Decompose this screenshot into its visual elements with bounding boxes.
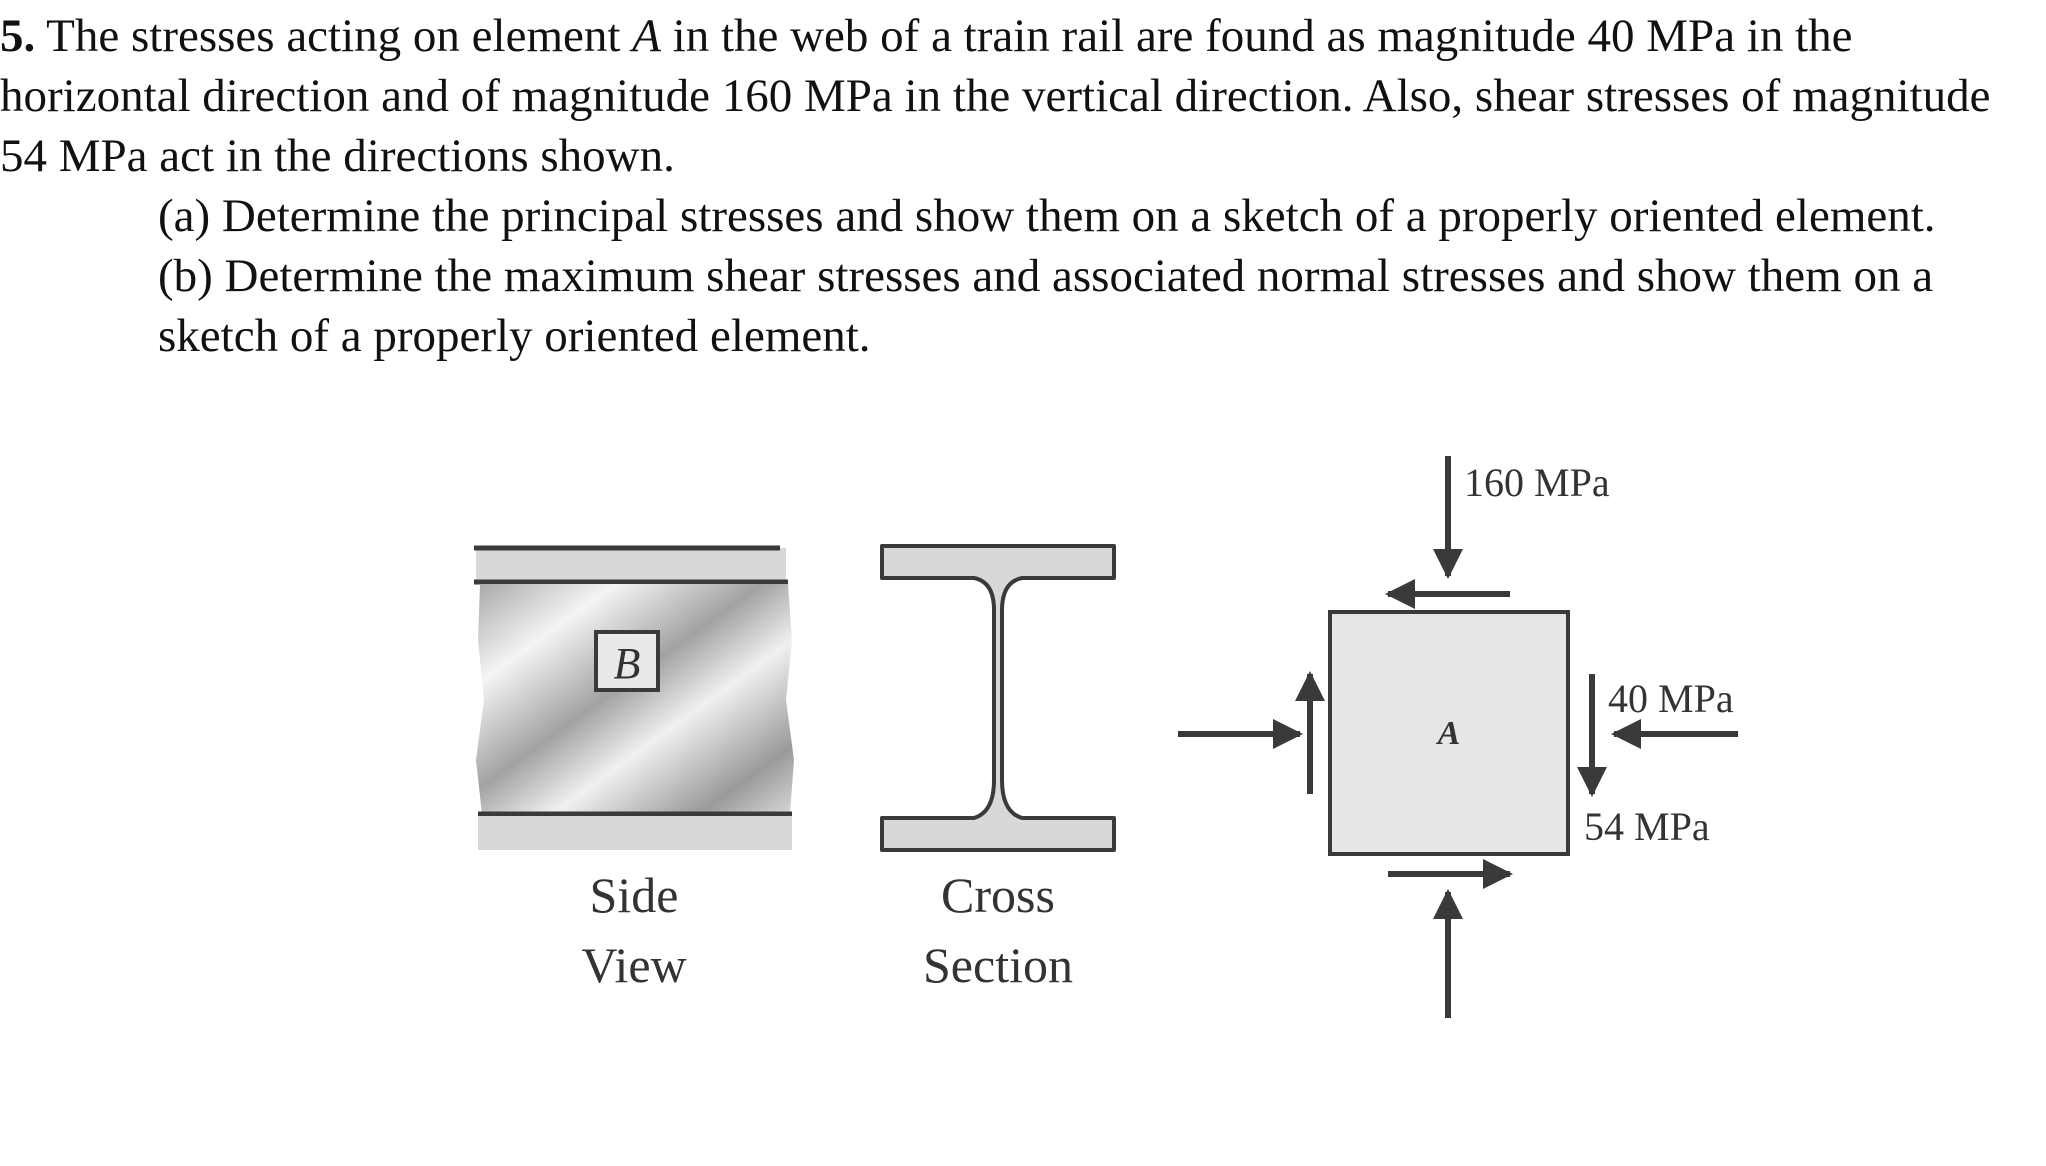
side-view-caption-line-2: View [581,937,686,993]
intro-after-var: in the web of a train rail are found as … [0,10,1991,182]
side-view: B Side View [474,545,794,993]
problem-intro: 5. The stresses acting on element A in t… [0,6,2040,186]
element-a-label: A [1436,715,1461,752]
element-variable: A [632,10,661,62]
intro-before-var: The stresses acting on element [46,10,621,62]
cross-section-caption-line-1: Cross [941,867,1055,923]
cross-section-caption-line-2: Section [923,937,1073,993]
element-a-square [1328,610,1570,856]
problem-number: 5. [0,10,36,62]
part-b: (b) Determine the maximum shear stresses… [158,250,1934,362]
stress-element-diagram: A 160 MPa 40 MPa 54 MPa [1178,456,1738,1018]
horizontal-stress-label: 40 MPa [1608,676,1734,721]
side-view-top-flange [476,548,786,582]
i-beam-outline [880,544,1116,852]
side-view-web [476,584,794,814]
part-a: (a) Determine the principal stresses and… [158,190,1936,242]
point-b-marker-box [594,630,660,692]
cross-section: Cross Section [880,544,1116,993]
vertical-stress-label: 160 MPa [1464,460,1610,505]
side-view-caption-line-1: Side [590,867,679,923]
side-view-bottom-flange [478,816,792,850]
shear-stress-label: 54 MPa [1584,804,1710,849]
problem-statement: 5. The stresses acting on element A in t… [0,6,2040,366]
point-b-label: B [614,639,641,688]
